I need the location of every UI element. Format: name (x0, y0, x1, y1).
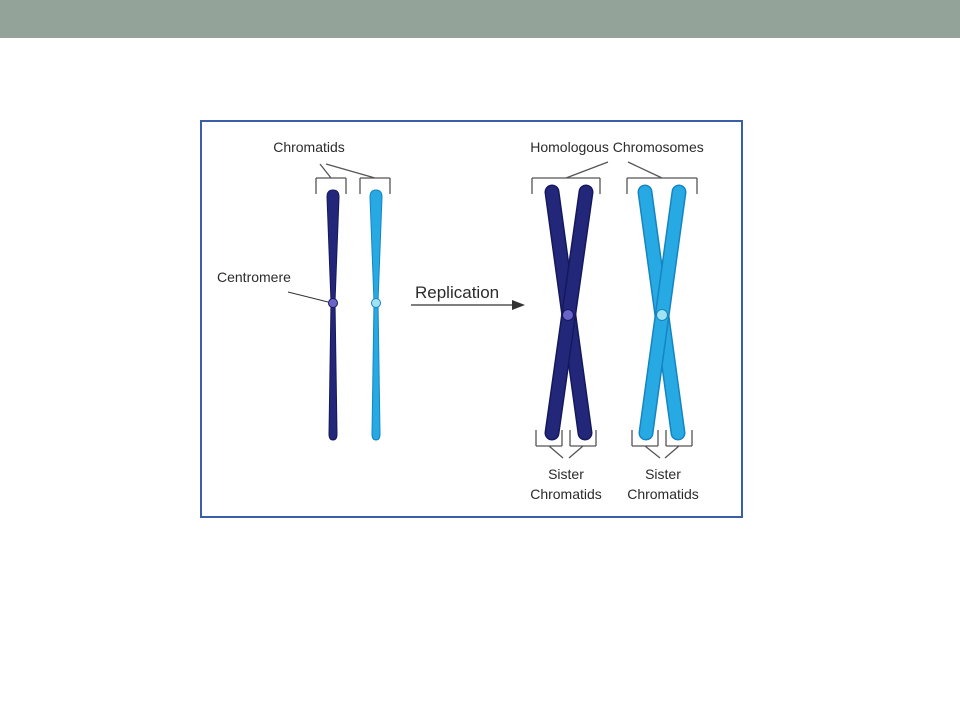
chromatids-bracket (315, 163, 391, 194)
replicated-chromosome-dark (544, 184, 594, 441)
centromere-pointer (287, 291, 329, 303)
label-replication: Replication (415, 283, 499, 302)
centromere-dark (328, 298, 338, 308)
centromere-light-replicated (656, 309, 668, 321)
chromatid-dark (326, 189, 340, 441)
label-sister-a-line1: Sister (548, 466, 584, 482)
sister-bracket-dark (535, 430, 597, 459)
homologous-bracket (531, 161, 698, 194)
label-chromatids: Chromatids (273, 139, 345, 155)
replicated-chromosome-light (637, 184, 687, 441)
label-centromere: Centromere (217, 269, 291, 285)
top-bar (0, 0, 960, 38)
replication-arrow-head (512, 300, 525, 310)
label-sister-b-line2: Chromatids (627, 486, 699, 502)
label-sister-a-line2: Chromatids (530, 486, 602, 502)
chromosome-diagram: Chromatids Centromere Replication Homolo… (200, 120, 743, 518)
label-sister-b-line1: Sister (645, 466, 681, 482)
centromere-light (371, 298, 381, 308)
sister-bracket-light (631, 430, 693, 459)
chromatid-light (369, 189, 383, 441)
label-homologous-chromosomes: Homologous Chromosomes (530, 139, 704, 155)
centromere-dark-replicated (562, 309, 574, 321)
diagram-canvas: Chromatids Centromere Replication Homolo… (217, 139, 704, 502)
